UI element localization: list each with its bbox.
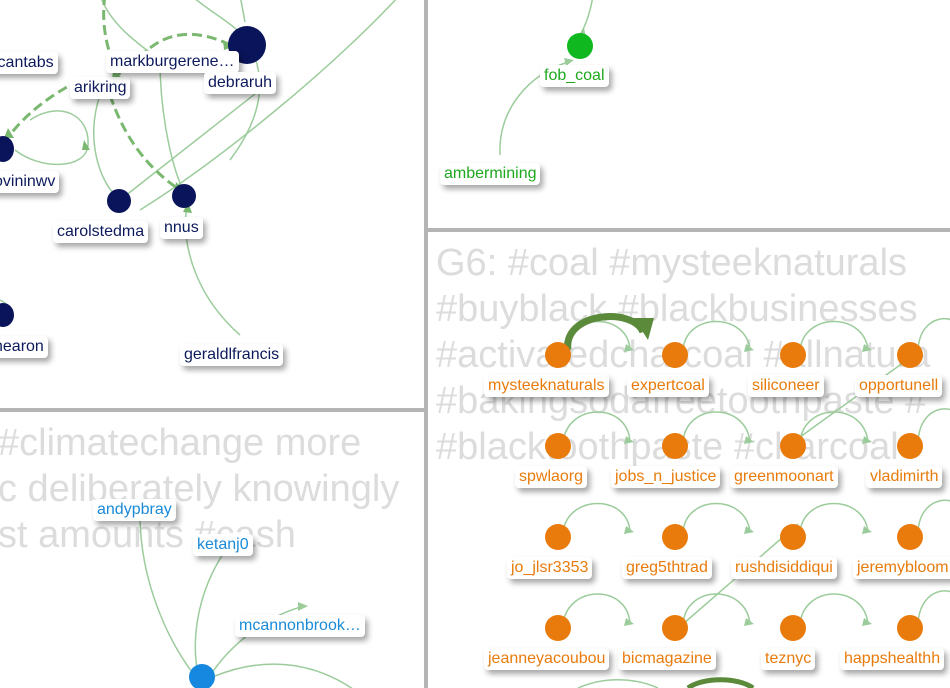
- node-label-fob-coal[interactable]: fob_coal: [540, 65, 609, 87]
- node-label-arikring[interactable]: arikring: [70, 77, 131, 99]
- node-label-carolstedma[interactable]: carolstedma: [53, 221, 149, 243]
- node-label-spwlaorg[interactable]: spwlaorg: [515, 466, 588, 488]
- horizontal-divider-left: [0, 408, 424, 412]
- node-label-ambermining[interactable]: ambermining: [440, 163, 541, 185]
- node-label-opportunell[interactable]: opportunell: [855, 375, 943, 397]
- node-greenmoonart[interactable]: [780, 433, 806, 459]
- node-opportunell[interactable]: [897, 342, 923, 368]
- node-hearon[interactable]: [0, 303, 14, 327]
- node-nnus[interactable]: [172, 184, 196, 208]
- edges-top-right: [499, 0, 593, 156]
- node-label-ketanj0[interactable]: ketanj0: [193, 534, 253, 556]
- node-siliconeer[interactable]: [780, 342, 806, 368]
- node-mysteeknaturals[interactable]: [545, 342, 571, 368]
- horizontal-divider-right: [428, 228, 950, 232]
- group-panel-bottom-right: G6: #coal #mysteeknaturals #buyblack #bl…: [428, 232, 950, 688]
- node-label-jobs-n-justice[interactable]: jobs_n_justice: [611, 466, 721, 488]
- node-label-mysteeknaturals[interactable]: mysteeknaturals: [484, 375, 609, 397]
- node-jo-jlsr3353[interactable]: [545, 524, 571, 550]
- node-bottom-left-hub[interactable]: [189, 664, 215, 688]
- node-vladimirth[interactable]: [897, 433, 923, 459]
- self-loop-mysteeknaturals: [564, 313, 654, 351]
- node-fob-coal[interactable]: [567, 33, 593, 59]
- node-label-ovininwv[interactable]: ovininwv: [0, 171, 60, 193]
- node-label-greenmoonart[interactable]: greenmoonart: [730, 466, 838, 488]
- node-jeanneyacoubou[interactable]: [545, 615, 571, 641]
- node-label-vladimirth[interactable]: vladimirth: [866, 466, 943, 488]
- node-label-icantabs[interactable]: icantabs: [0, 52, 58, 74]
- node-label-expertcoal[interactable]: expertcoal: [627, 375, 709, 397]
- group-title-bottom-right: G6: #coal #mysteeknaturals #buyblack #bl…: [436, 242, 931, 468]
- node-spwlaorg[interactable]: [545, 433, 571, 459]
- node-label-nnus[interactable]: nnus: [160, 217, 203, 239]
- node-label-geraldlfrancis[interactable]: geraldlfrancis: [180, 344, 284, 366]
- node-label-jo-jlsr3353[interactable]: jo_jlsr3353: [507, 557, 593, 579]
- node-label-teznyc[interactable]: teznyc: [761, 648, 816, 670]
- group-panel-top-left: icantabs arikring markburgerene… debraru…: [0, 0, 424, 410]
- node-label-markburgerene[interactable]: markburgerene…: [106, 51, 239, 73]
- node-greg5thtrad[interactable]: [662, 524, 688, 550]
- node-jeremybloom[interactable]: [897, 524, 923, 550]
- node-label-mcannonbrook[interactable]: mcannonbrook…: [235, 615, 365, 637]
- node-ovininwv[interactable]: [0, 136, 14, 162]
- node-label-andypbray[interactable]: andypbray: [93, 499, 176, 521]
- node-bicmagazine[interactable]: [662, 615, 688, 641]
- node-label-hearon[interactable]: hearon: [0, 336, 48, 358]
- node-rushdisiddiqui[interactable]: [780, 524, 806, 550]
- node-teznyc[interactable]: [780, 615, 806, 641]
- vertical-divider: [424, 0, 428, 688]
- node-label-happshealthh[interactable]: happshealthh: [840, 648, 945, 670]
- node-label-greg5thtrad[interactable]: greg5thtrad: [622, 557, 712, 579]
- group-panel-bottom-left: #climatechange more c deliberately knowi…: [0, 414, 424, 688]
- node-label-jeanneyacoubou[interactable]: jeanneyacoubou: [484, 648, 610, 670]
- node-carolstedma[interactable]: [107, 189, 131, 213]
- node-label-rushdisiddiqui[interactable]: rushdisiddiqui: [731, 557, 837, 579]
- group-panel-top-right: fob_coal ambermining: [428, 0, 950, 228]
- node-label-siliconeer[interactable]: siliconeer: [748, 375, 824, 397]
- node-label-jeremybloom[interactable]: jeremybloom: [853, 557, 950, 579]
- node-label-debraruh[interactable]: debraruh: [204, 72, 277, 94]
- edges-bottom-right: [562, 313, 950, 688]
- node-expertcoal[interactable]: [662, 342, 688, 368]
- edges-bottom-left: [139, 513, 353, 688]
- node-happshealthh[interactable]: [897, 615, 923, 641]
- node-jobs-n-justice[interactable]: [662, 433, 688, 459]
- node-label-bicmagazine[interactable]: bicmagazine: [618, 648, 716, 670]
